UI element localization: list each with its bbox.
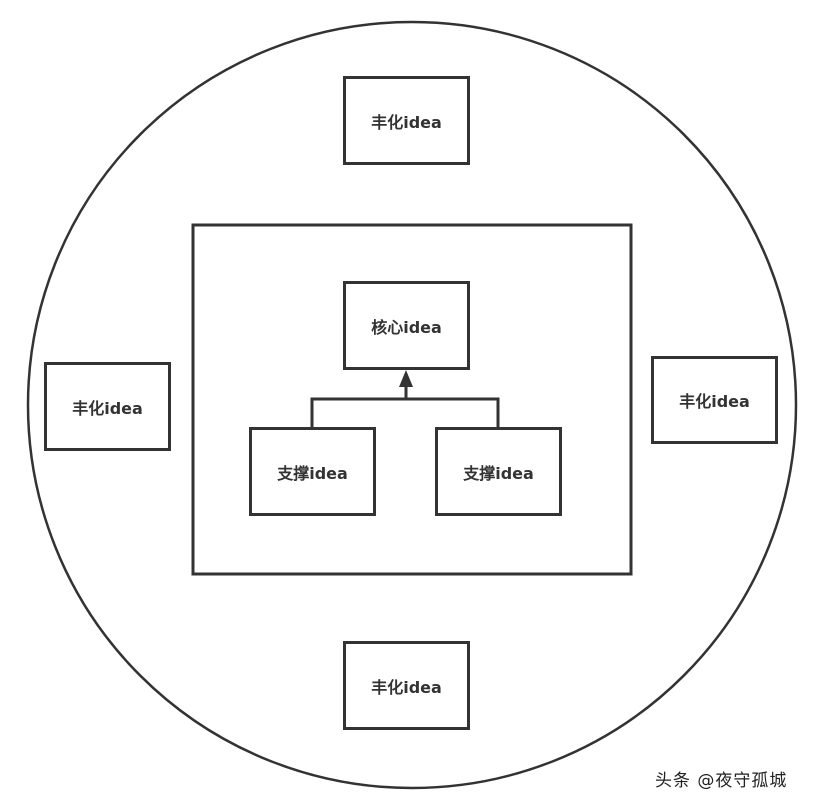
enrich-idea-right: 丰化idea bbox=[651, 356, 778, 444]
support-idea-right-label: 支撑idea bbox=[463, 463, 534, 483]
arrowhead-icon bbox=[399, 370, 413, 387]
enrich-idea-right-label: 丰化idea bbox=[679, 392, 750, 411]
enrich-idea-top-label: 丰化idea bbox=[371, 112, 442, 132]
support-idea-left-label: 支撑idea bbox=[277, 463, 348, 483]
watermark: 头条 @夜守孤城 bbox=[655, 771, 788, 791]
enrich-idea-left-label: 丰化idea bbox=[72, 398, 143, 418]
support-idea-right: 支撑idea bbox=[435, 427, 562, 516]
inner-frame bbox=[191, 223, 633, 576]
enrich-idea-top: 丰化idea bbox=[343, 76, 470, 165]
connector-right bbox=[406, 397, 500, 427]
core-idea-label: 核心idea bbox=[371, 317, 442, 337]
connector-left bbox=[310, 397, 406, 427]
outer-circle bbox=[26, 20, 798, 790]
core-idea: 核心idea bbox=[343, 281, 470, 370]
enrich-idea-left: 丰化idea bbox=[44, 362, 171, 451]
enrich-idea-bottom-label: 丰化idea bbox=[371, 677, 442, 697]
enrich-idea-bottom: 丰化idea bbox=[343, 641, 470, 730]
support-idea-left: 支撑idea bbox=[249, 427, 376, 516]
